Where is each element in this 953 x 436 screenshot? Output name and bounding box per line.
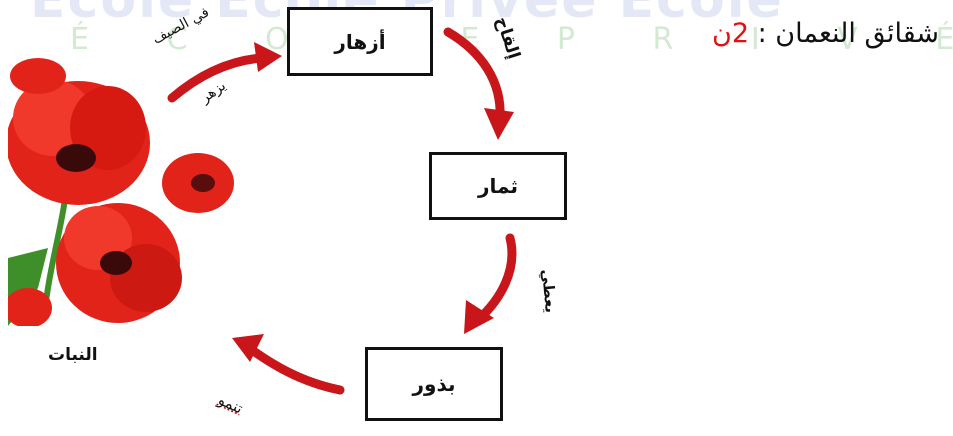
poppy-plant-image — [8, 58, 238, 326]
box-seeds: بذور — [365, 347, 503, 421]
poppy-flower-topleft — [10, 58, 66, 94]
arrow-fruits-to-seeds — [473, 233, 517, 325]
arrowhead-fruits-to-seeds — [464, 300, 494, 334]
poppy-flower-bottomleft — [8, 288, 52, 326]
arrow-flowers-to-fruits — [443, 27, 505, 123]
arrowhead-flowers-to-fruits — [484, 108, 514, 140]
title-text: شقائق النعمان : — [757, 18, 939, 49]
poppy-flower-right — [162, 153, 234, 213]
box-fruits-label: ثمار — [478, 174, 518, 198]
box-fruits: ثمار — [429, 152, 567, 220]
box-seeds-label: بذور — [412, 372, 456, 396]
box-flowers: أزهار — [287, 7, 433, 76]
poppy-flower-lower — [56, 203, 182, 323]
title-level: 2ن — [712, 18, 750, 49]
arrowhead-seeds-to-plant — [232, 334, 264, 362]
arrow-seeds-to-plant — [247, 345, 345, 395]
box-flowers-label: أزهار — [334, 29, 386, 54]
label-give: يعطي — [538, 268, 560, 314]
arrow-plant-to-flowers — [167, 53, 267, 103]
poppy-flower-large — [8, 80, 150, 205]
label-plant: النبات — [48, 345, 98, 365]
page-title: شقائق النعمان : 2ن — [712, 18, 939, 49]
arrowhead-plant-to-flowers — [254, 42, 282, 72]
